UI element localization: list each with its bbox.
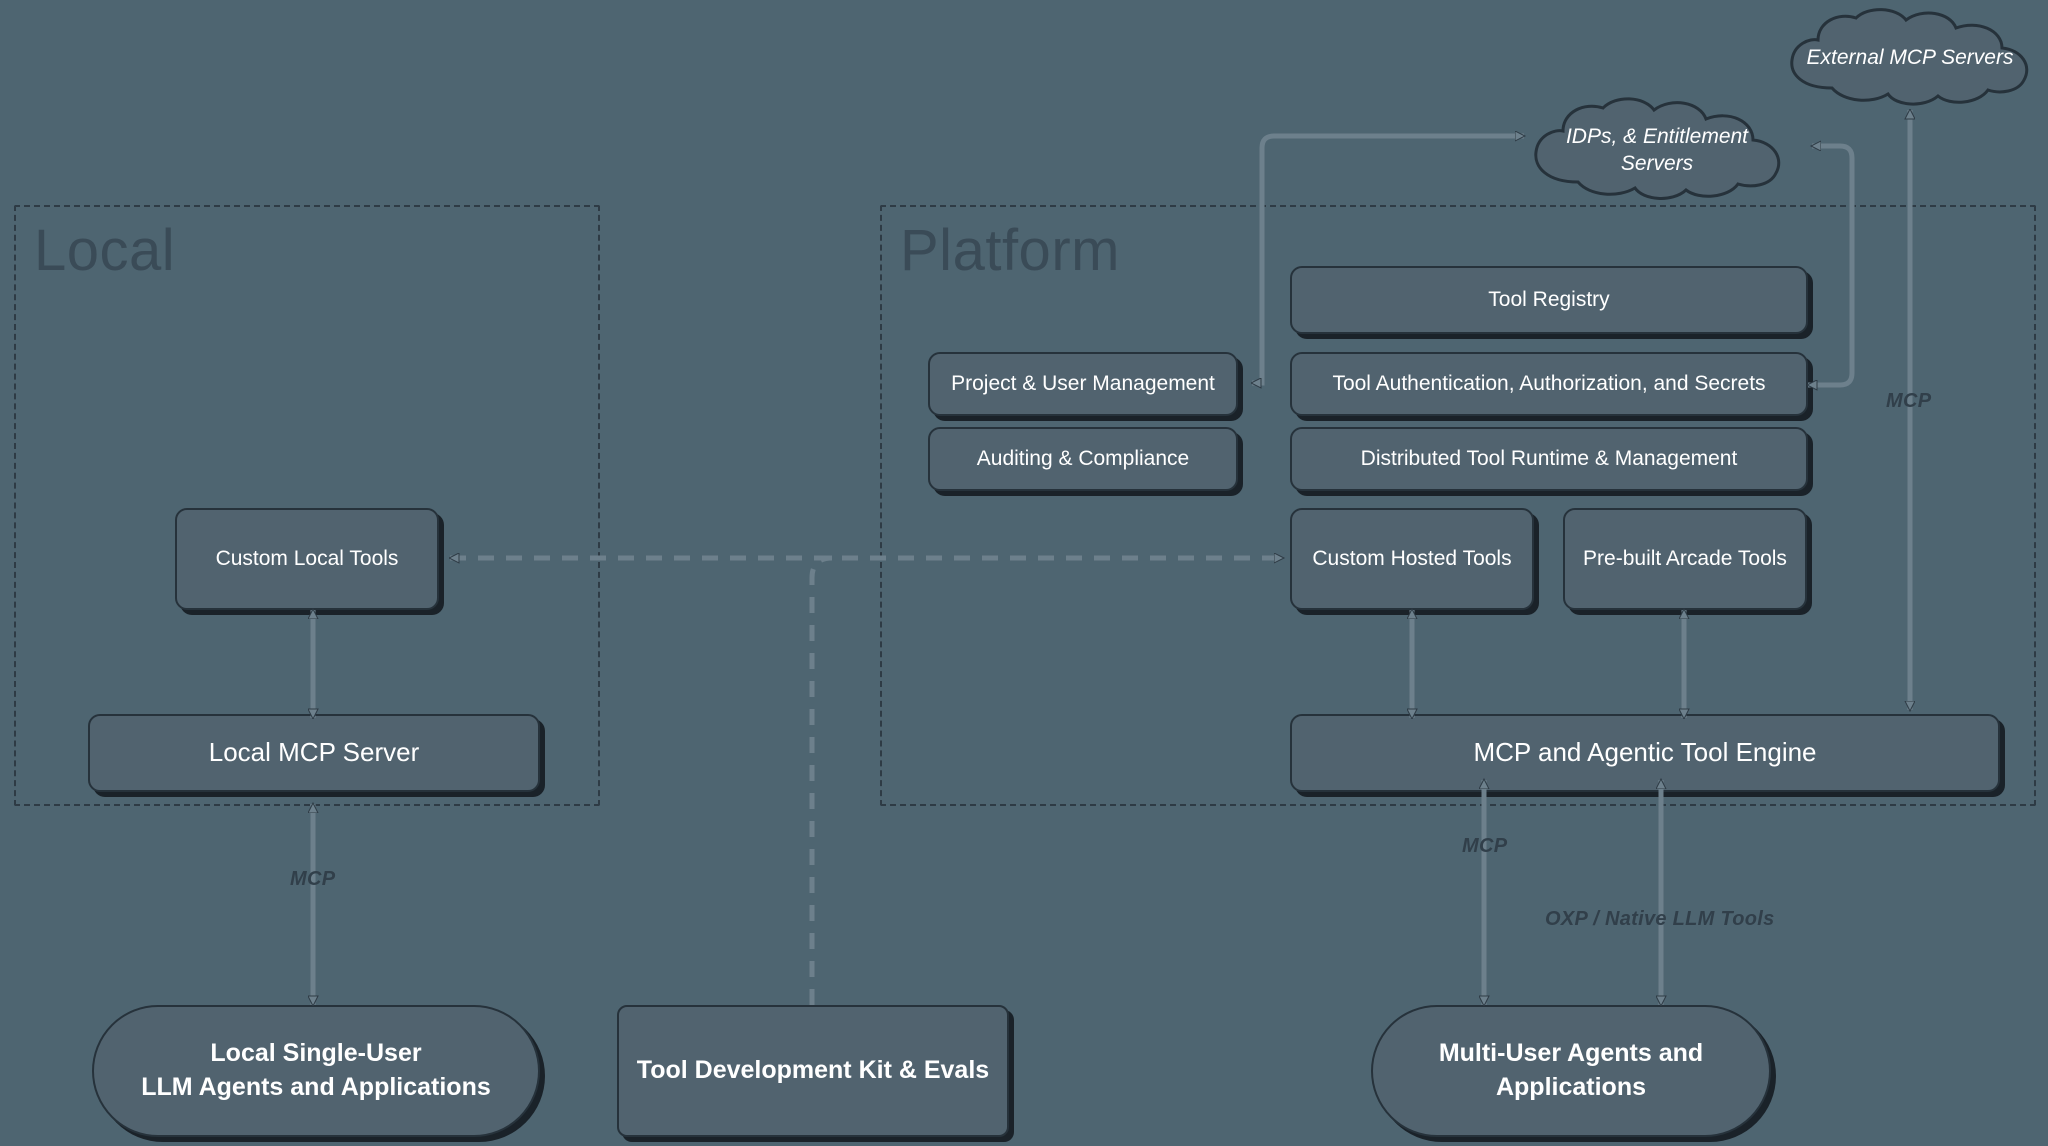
edge-label-local-mcp: MCP	[290, 868, 336, 890]
node-multi-user-agents-line2: Applications	[1495, 1073, 1646, 1101]
node-tool-development-kit[interactable]: Tool Development Kit & Evals	[617, 1005, 1009, 1137]
edge-label-platform-mcp: MCP	[1462, 835, 1508, 857]
node-auditing-compliance[interactable]: Auditing & Compliance	[928, 427, 1238, 491]
edge-label-oxp-native-llm-tools: OXP / Native LLM Tools	[1545, 908, 1775, 930]
node-prebuilt-arcade-tools-label: Pre-built Arcade Tools	[1583, 546, 1787, 570]
cloud-shape	[1790, 8, 2029, 106]
node-tool-development-kit-label: Tool Development Kit & Evals	[636, 1056, 990, 1085]
node-custom-local-tools-label: Custom Local Tools	[215, 546, 399, 570]
node-local-agents[interactable]: Local Single-User LLM Agents and Applica…	[92, 1005, 540, 1137]
node-tool-registry-label: Tool Registry	[1488, 287, 1610, 311]
node-tool-auth[interactable]: Tool Authentication, Authorization, and …	[1290, 352, 1808, 416]
node-tool-auth-label: Tool Authentication, Authorization, and …	[1332, 371, 1766, 395]
node-multi-user-agents-line1: Multi-User Agents and	[1438, 1039, 1704, 1068]
cloud-external-mcp-label: External MCP Servers	[1806, 46, 2014, 70]
node-project-user-management[interactable]: Project & User Management	[928, 352, 1238, 416]
edge-tdk-branch-dashed	[809, 555, 833, 1005]
group-local	[14, 205, 600, 806]
node-distributed-tool-runtime[interactable]: Distributed Tool Runtime & Management	[1290, 427, 1808, 491]
node-prebuilt-arcade-tools[interactable]: Pre-built Arcade Tools	[1563, 508, 1807, 610]
node-local-agents-line1: Local Single-User	[210, 1039, 422, 1068]
node-tool-registry[interactable]: Tool Registry	[1290, 266, 1808, 334]
node-local-mcp-server[interactable]: Local MCP Server	[88, 714, 540, 792]
cloud-shape	[1534, 97, 1781, 200]
cloud-idps-entitlement-servers[interactable]: IDPs, & Entitlement Servers	[1518, 96, 1796, 204]
node-custom-local-tools[interactable]: Custom Local Tools	[175, 508, 439, 610]
node-project-user-management-label: Project & User Management	[951, 371, 1215, 395]
group-platform-title: Platform	[900, 218, 1120, 283]
node-custom-hosted-tools[interactable]: Custom Hosted Tools	[1290, 508, 1534, 610]
node-auditing-compliance-label: Auditing & Compliance	[976, 446, 1190, 470]
node-mcp-agentic-tool-engine-label: MCP and Agentic Tool Engine	[1473, 737, 1817, 768]
cloud-external-mcp-servers[interactable]: External MCP Servers	[1774, 6, 2046, 110]
node-mcp-agentic-tool-engine[interactable]: MCP and Agentic Tool Engine	[1290, 714, 2000, 792]
node-multi-user-agents[interactable]: Multi-User Agents and Applications	[1371, 1005, 1771, 1137]
node-local-mcp-server-label: Local MCP Server	[208, 737, 420, 768]
cloud-idps-label: IDPs, & Entitlement Servers	[1565, 124, 1749, 175]
node-local-agents-line2: LLM Agents and Applications	[141, 1073, 491, 1101]
node-custom-hosted-tools-label: Custom Hosted Tools	[1312, 546, 1512, 570]
group-local-title: Local	[34, 218, 176, 283]
node-distributed-tool-runtime-label: Distributed Tool Runtime & Management	[1360, 446, 1738, 470]
edge-label-external-mcp: MCP	[1886, 390, 1932, 412]
